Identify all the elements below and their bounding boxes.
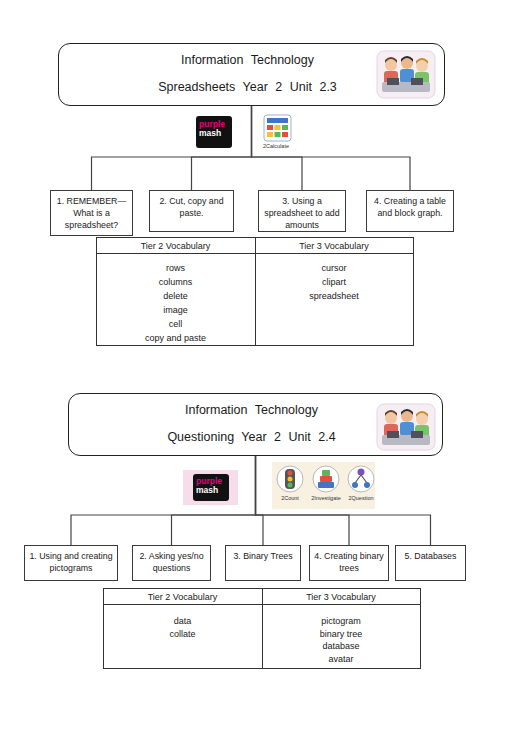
calculate-icon: [264, 115, 291, 141]
connector-line: [252, 106, 411, 190]
vocab-word: clipart: [255, 276, 413, 288]
lesson-box: 4. Creating a table and block graph.: [366, 190, 454, 232]
lesson-text: 4. Creating binary trees: [312, 550, 386, 574]
app-name: 2Calculate: [258, 143, 294, 149]
vocab-table: [97, 238, 414, 346]
lesson-text: 2. Asking yes/no questions: [135, 550, 208, 574]
lesson-box: 3. Using a spreadsheet to add amounts: [258, 190, 346, 232]
logo-background: [193, 474, 229, 501]
vocab-word: pictogram: [262, 615, 420, 627]
vocab-word: data: [103, 615, 262, 627]
vocab-word: image: [96, 304, 255, 316]
lesson-text: 1. Using and creating pictograms: [27, 550, 115, 574]
lesson-text: 3. Using a spreadsheet to add amounts: [261, 195, 343, 231]
vocab-word: spreadsheet: [255, 290, 413, 302]
vocab-word: columns: [96, 276, 255, 288]
lesson-box: 1. REMEMBER— What is a spreadsheet?: [50, 190, 133, 236]
count-icon: [277, 466, 303, 492]
logo-text: purple mash: [196, 477, 228, 495]
table-header: Tier 3 Vocabulary: [255, 240, 413, 252]
connector-line: [172, 456, 256, 545]
connector-line: [256, 456, 264, 545]
logo-background: [196, 116, 232, 148]
lesson-text: 4. Creating a table and block graph.: [369, 195, 451, 219]
connector-line: [92, 106, 252, 190]
lesson-text: 1. REMEMBER— What is a spreadsheet?: [53, 195, 130, 231]
vocab-word: database: [262, 640, 420, 652]
vocab-word: avatar: [262, 653, 420, 665]
lesson-box: 5. Databases: [395, 545, 466, 581]
connector-line: [192, 106, 252, 190]
lesson-box: 4. Creating binary trees: [309, 545, 389, 581]
vocab-word: binary tree: [262, 628, 420, 640]
app-name: 2Count: [276, 495, 304, 501]
connector-line: [256, 456, 431, 545]
logo-background: [183, 470, 238, 505]
children-icon: [377, 51, 435, 98]
vocab-word: delete: [96, 290, 255, 302]
lesson-text: 5. Databases: [398, 550, 463, 562]
table-header: Tier 2 Vocabulary: [96, 240, 255, 252]
lesson-box: 1. Using and creating pictograms: [24, 545, 118, 581]
lesson-text: 3. Binary Trees: [228, 550, 298, 562]
question-icon: [348, 466, 374, 492]
vocab-word: rows: [96, 262, 255, 274]
lesson-text: 2. Cut, copy and paste.: [152, 195, 231, 219]
app-name: 2Question: [344, 495, 378, 501]
lesson-box: 3. Binary Trees: [225, 545, 301, 581]
children-icon: [377, 404, 435, 450]
icon-panel: [272, 462, 375, 509]
vocab-table: [104, 589, 421, 669]
lesson-box: 2. Asking yes/no questions: [132, 545, 211, 581]
vocab-word: copy and paste: [96, 332, 255, 344]
vocab-word: cursor: [255, 262, 413, 274]
logo-text: purple mash: [199, 120, 229, 138]
connector-line: [71, 456, 256, 545]
table-header: Tier 3 Vocabulary: [262, 591, 420, 603]
lesson-box: 2. Cut, copy and paste.: [149, 190, 234, 232]
vocab-word: cell: [96, 318, 255, 330]
app-name: 2Investigate: [308, 495, 344, 501]
table-header: Tier 2 Vocabulary: [103, 591, 262, 603]
investigate-icon: [313, 466, 339, 492]
vocab-word: collate: [103, 628, 262, 640]
connector-line: [252, 106, 303, 190]
table-rule: [262, 589, 263, 669]
table-rule: [255, 238, 256, 346]
